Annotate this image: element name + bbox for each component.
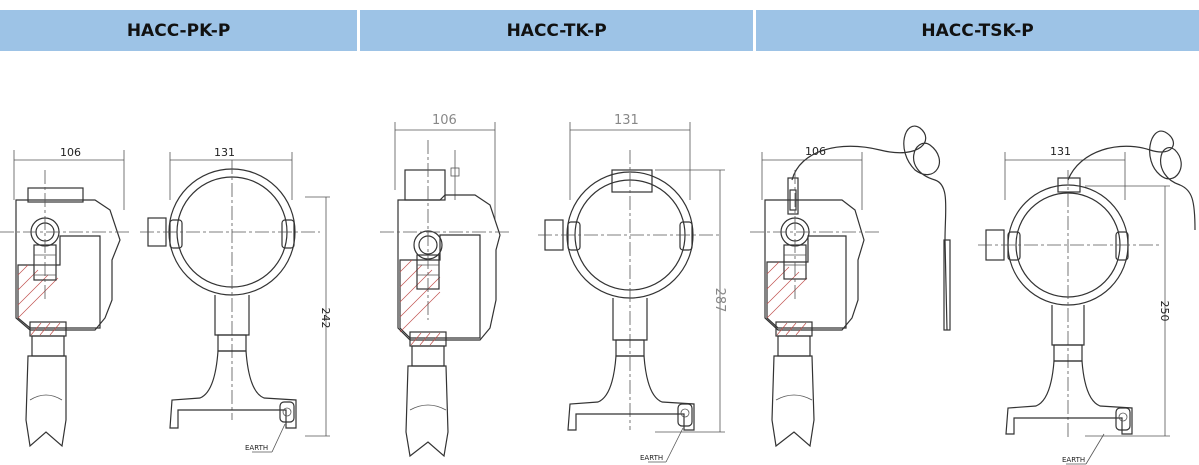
tsk-front-view: 131 250 EARTH xyxy=(978,130,1196,465)
tk-side-view: 106 xyxy=(380,113,510,458)
model-header-row: HACC-PK-P HACC-TK-P HACC-TSK-P xyxy=(0,10,1199,51)
tk-height-dim-label: 287 xyxy=(712,288,727,313)
tk-front-dim-label: 131 xyxy=(614,113,639,128)
tsk-side-dim-label: 106 xyxy=(805,145,826,158)
pk-earth-label: EARTH xyxy=(245,444,268,452)
pk-front-dim-label: 131 xyxy=(214,146,235,159)
header-hacc-pk-p: HACC-PK-P xyxy=(0,10,358,51)
tsk-side-view: 106 xyxy=(750,125,951,448)
header-hacc-tk-p: HACC-TK-P xyxy=(360,10,754,51)
tk-side-dim-label: 106 xyxy=(432,113,457,128)
tk-front-view: 131 287 EARTH xyxy=(538,113,727,463)
pk-height-dim-label: 242 xyxy=(319,308,332,329)
tsk-height-dim-label: 250 xyxy=(1158,301,1171,322)
tsk-front-dim-label: 131 xyxy=(1050,145,1071,158)
pk-side-dim-label: 106 xyxy=(60,146,81,159)
header-hacc-tsk-p: HACC-TSK-P xyxy=(756,10,1199,51)
pk-front-view: 131 242 EARTH xyxy=(140,146,332,453)
tk-earth-label: EARTH xyxy=(640,454,663,462)
pk-side-view: 106 xyxy=(0,146,130,448)
tsk-earth-label: EARTH xyxy=(1062,456,1085,464)
